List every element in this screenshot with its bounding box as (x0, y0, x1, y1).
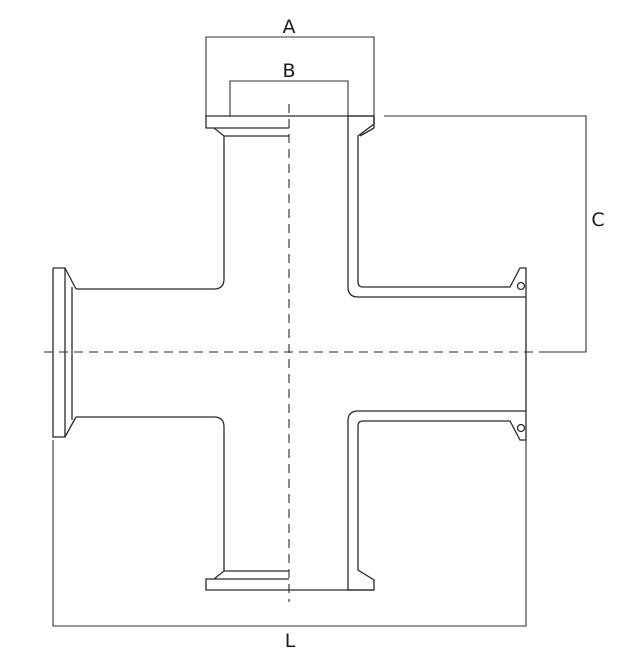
dimension-l-label: L (285, 630, 296, 652)
fitting-outer-view (52, 115, 289, 591)
dimension-l: L (52, 440, 527, 652)
dimension-b-label: B (282, 60, 295, 82)
dimension-c: C (384, 115, 605, 353)
fitting-section-view (289, 115, 527, 591)
dimension-a-label: A (283, 16, 296, 38)
dimension-b: B (229, 60, 349, 116)
dimension-a: A (205, 16, 375, 116)
dimension-c-label: C (591, 209, 604, 231)
